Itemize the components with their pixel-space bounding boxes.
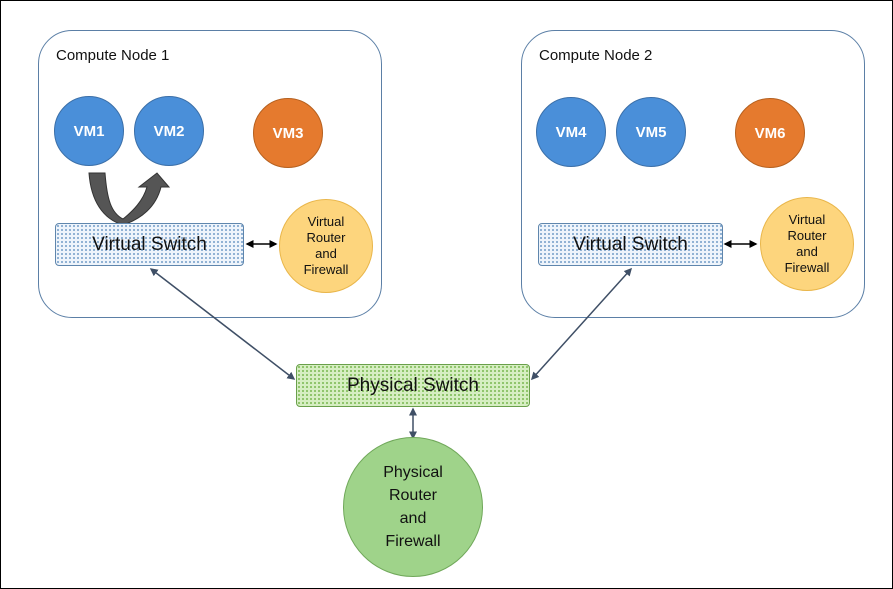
physical-switch[interactable]: Physical Switch bbox=[296, 364, 530, 407]
virtual-switch-2-label: Virtual Switch bbox=[573, 233, 688, 255]
compute-node-1-label: Compute Node 1 bbox=[56, 47, 170, 64]
vm4-circle[interactable]: VM4 bbox=[536, 97, 606, 167]
virtual-router-firewall-1[interactable]: Virtual Router and Firewall bbox=[279, 199, 373, 293]
virtual-router-2-label: Virtual Router and Firewall bbox=[784, 212, 830, 275]
vm1-circle[interactable]: VM1 bbox=[54, 96, 124, 166]
compute-node-2-label: Compute Node 2 bbox=[539, 47, 653, 64]
virtual-router-1-label: Virtual Router and Firewall bbox=[303, 214, 349, 277]
vm5-label: VM5 bbox=[635, 123, 667, 141]
link-vswitch1-pswitch bbox=[149, 268, 296, 380]
physical-switch-label: Physical Switch bbox=[347, 374, 479, 396]
virtual-router-firewall-2[interactable]: Virtual Router and Firewall bbox=[760, 197, 854, 291]
physical-router-label: Physical Router and Firewall bbox=[383, 464, 443, 550]
curved-arrow-vm1-vm2 bbox=[88, 172, 171, 226]
virtual-switch-2[interactable]: Virtual Switch bbox=[538, 223, 723, 266]
physical-router-firewall[interactable]: Physical Router and Firewall bbox=[343, 437, 483, 577]
link-vswitch2-pswitch bbox=[530, 267, 633, 381]
vm2-label: VM2 bbox=[153, 122, 185, 140]
vm4-label: VM4 bbox=[555, 123, 587, 141]
vm1-label: VM1 bbox=[73, 122, 105, 140]
vm6-circle[interactable]: VM6 bbox=[735, 98, 805, 168]
vm6-label: VM6 bbox=[754, 124, 786, 142]
virtual-switch-1[interactable]: Virtual Switch bbox=[55, 223, 244, 266]
vm3-circle[interactable]: VM3 bbox=[253, 98, 323, 168]
virtual-switch-1-label: Virtual Switch bbox=[92, 233, 207, 255]
vm5-circle[interactable]: VM5 bbox=[616, 97, 686, 167]
vm3-label: VM3 bbox=[272, 124, 304, 142]
vm2-circle[interactable]: VM2 bbox=[134, 96, 204, 166]
